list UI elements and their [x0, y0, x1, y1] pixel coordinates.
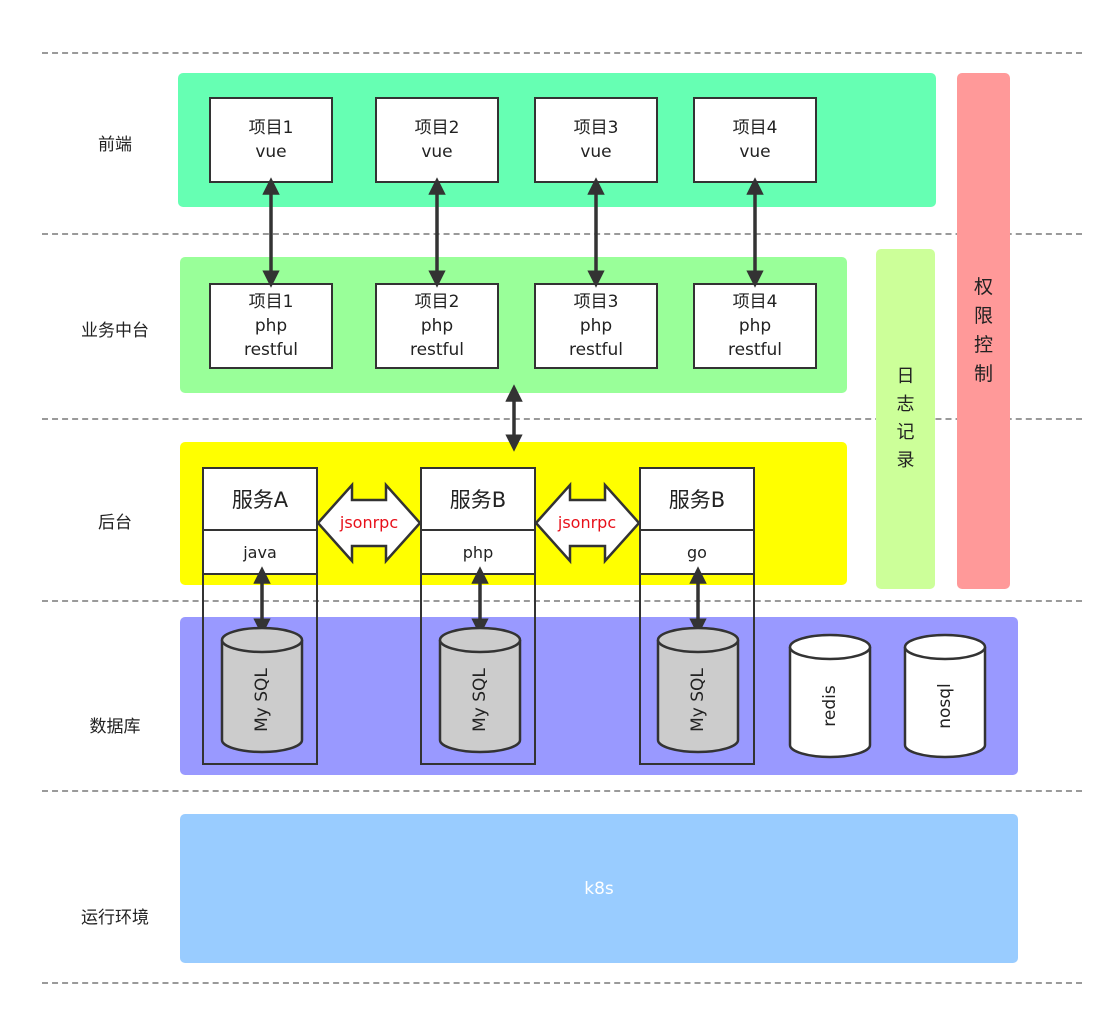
runtime-panel: k8s: [180, 814, 1018, 963]
frontend-project-box: 项目1 vue: [209, 97, 333, 183]
separator-line: [42, 233, 1082, 235]
service-b-php-name: 服务B: [420, 467, 536, 531]
project-tech: vue: [255, 142, 287, 162]
project-tech: php: [738, 316, 772, 336]
logging-panel: 日 志 记 录: [876, 249, 935, 589]
logging-char: 日: [896, 366, 915, 387]
project-name: 项目3: [573, 292, 619, 312]
logging-char: 记: [896, 422, 915, 443]
middle-project-box: 项目2 php restful: [375, 283, 499, 369]
mysql-label: My SQL: [252, 668, 272, 732]
redis-cylinder-icon: [788, 633, 872, 759]
middle-project-box: 项目3 php restful: [534, 283, 658, 369]
nosql-cylinder-icon: [903, 633, 987, 759]
nosql-label: nosql: [935, 683, 955, 729]
frontend-project-box: 项目3 vue: [534, 97, 658, 183]
layer-label-runtime: 运行环境: [81, 908, 149, 928]
mysql-cylinder-icon: [656, 626, 740, 754]
jsonrpc-arrow-left: [316, 481, 422, 565]
project-name: 项目1: [248, 292, 294, 312]
layer-label-backend: 后台: [98, 513, 132, 533]
project-name: 项目3: [573, 118, 619, 138]
layer-label-database: 数据库: [89, 717, 141, 737]
access-control-char: 控: [973, 334, 993, 356]
project-tech: php: [420, 316, 454, 336]
mysql-cylinder-icon: [220, 626, 304, 754]
separator-line: [42, 982, 1082, 984]
separator-line: [42, 52, 1082, 54]
project-name: 项目4: [732, 292, 778, 312]
project-style: restful: [409, 340, 465, 360]
database-panel: [180, 617, 1018, 775]
separator-line: [42, 418, 1082, 420]
project-tech: vue: [580, 142, 612, 162]
project-tech: vue: [739, 142, 771, 162]
access-control-char: 制: [973, 363, 993, 385]
project-style: restful: [243, 340, 299, 360]
project-tech: vue: [421, 142, 453, 162]
logging-char: 录: [896, 450, 915, 471]
access-control-char: 限: [973, 305, 993, 327]
project-name: 项目2: [414, 118, 460, 138]
logging-char: 志: [896, 394, 915, 415]
project-tech: php: [579, 316, 613, 336]
layer-label-middle: 业务中台: [81, 321, 149, 341]
logging-label: 日 志 记 录: [876, 249, 935, 589]
mysql-label: My SQL: [688, 668, 708, 732]
mysql-label: My SQL: [470, 668, 490, 732]
project-name: 项目1: [248, 118, 294, 138]
project-name: 项目2: [414, 292, 460, 312]
mysql-cylinder-icon: [438, 626, 522, 754]
project-style: restful: [568, 340, 624, 360]
frontend-project-box: 项目4 vue: [693, 97, 817, 183]
project-style: restful: [727, 340, 783, 360]
k8s-label: k8s: [584, 878, 614, 899]
access-control-panel: 权 限 控 制: [957, 73, 1010, 589]
redis-label: redis: [820, 685, 840, 727]
jsonrpc-arrow-right: [534, 481, 641, 565]
middle-project-box: 项目1 php restful: [209, 283, 333, 369]
layer-label-frontend: 前端: [98, 135, 132, 155]
project-tech: php: [254, 316, 288, 336]
service-b-go-name: 服务B: [639, 467, 755, 531]
project-name: 项目4: [732, 118, 778, 138]
jsonrpc-label: jsonrpc: [339, 513, 399, 532]
service-a-name: 服务A: [202, 467, 318, 531]
jsonrpc-label: jsonrpc: [557, 513, 617, 532]
access-control-char: 权: [973, 276, 993, 298]
separator-line: [42, 600, 1082, 602]
separator-line: [42, 790, 1082, 792]
frontend-project-box: 项目2 vue: [375, 97, 499, 183]
access-control-label: 权 限 控 制: [957, 73, 1010, 589]
